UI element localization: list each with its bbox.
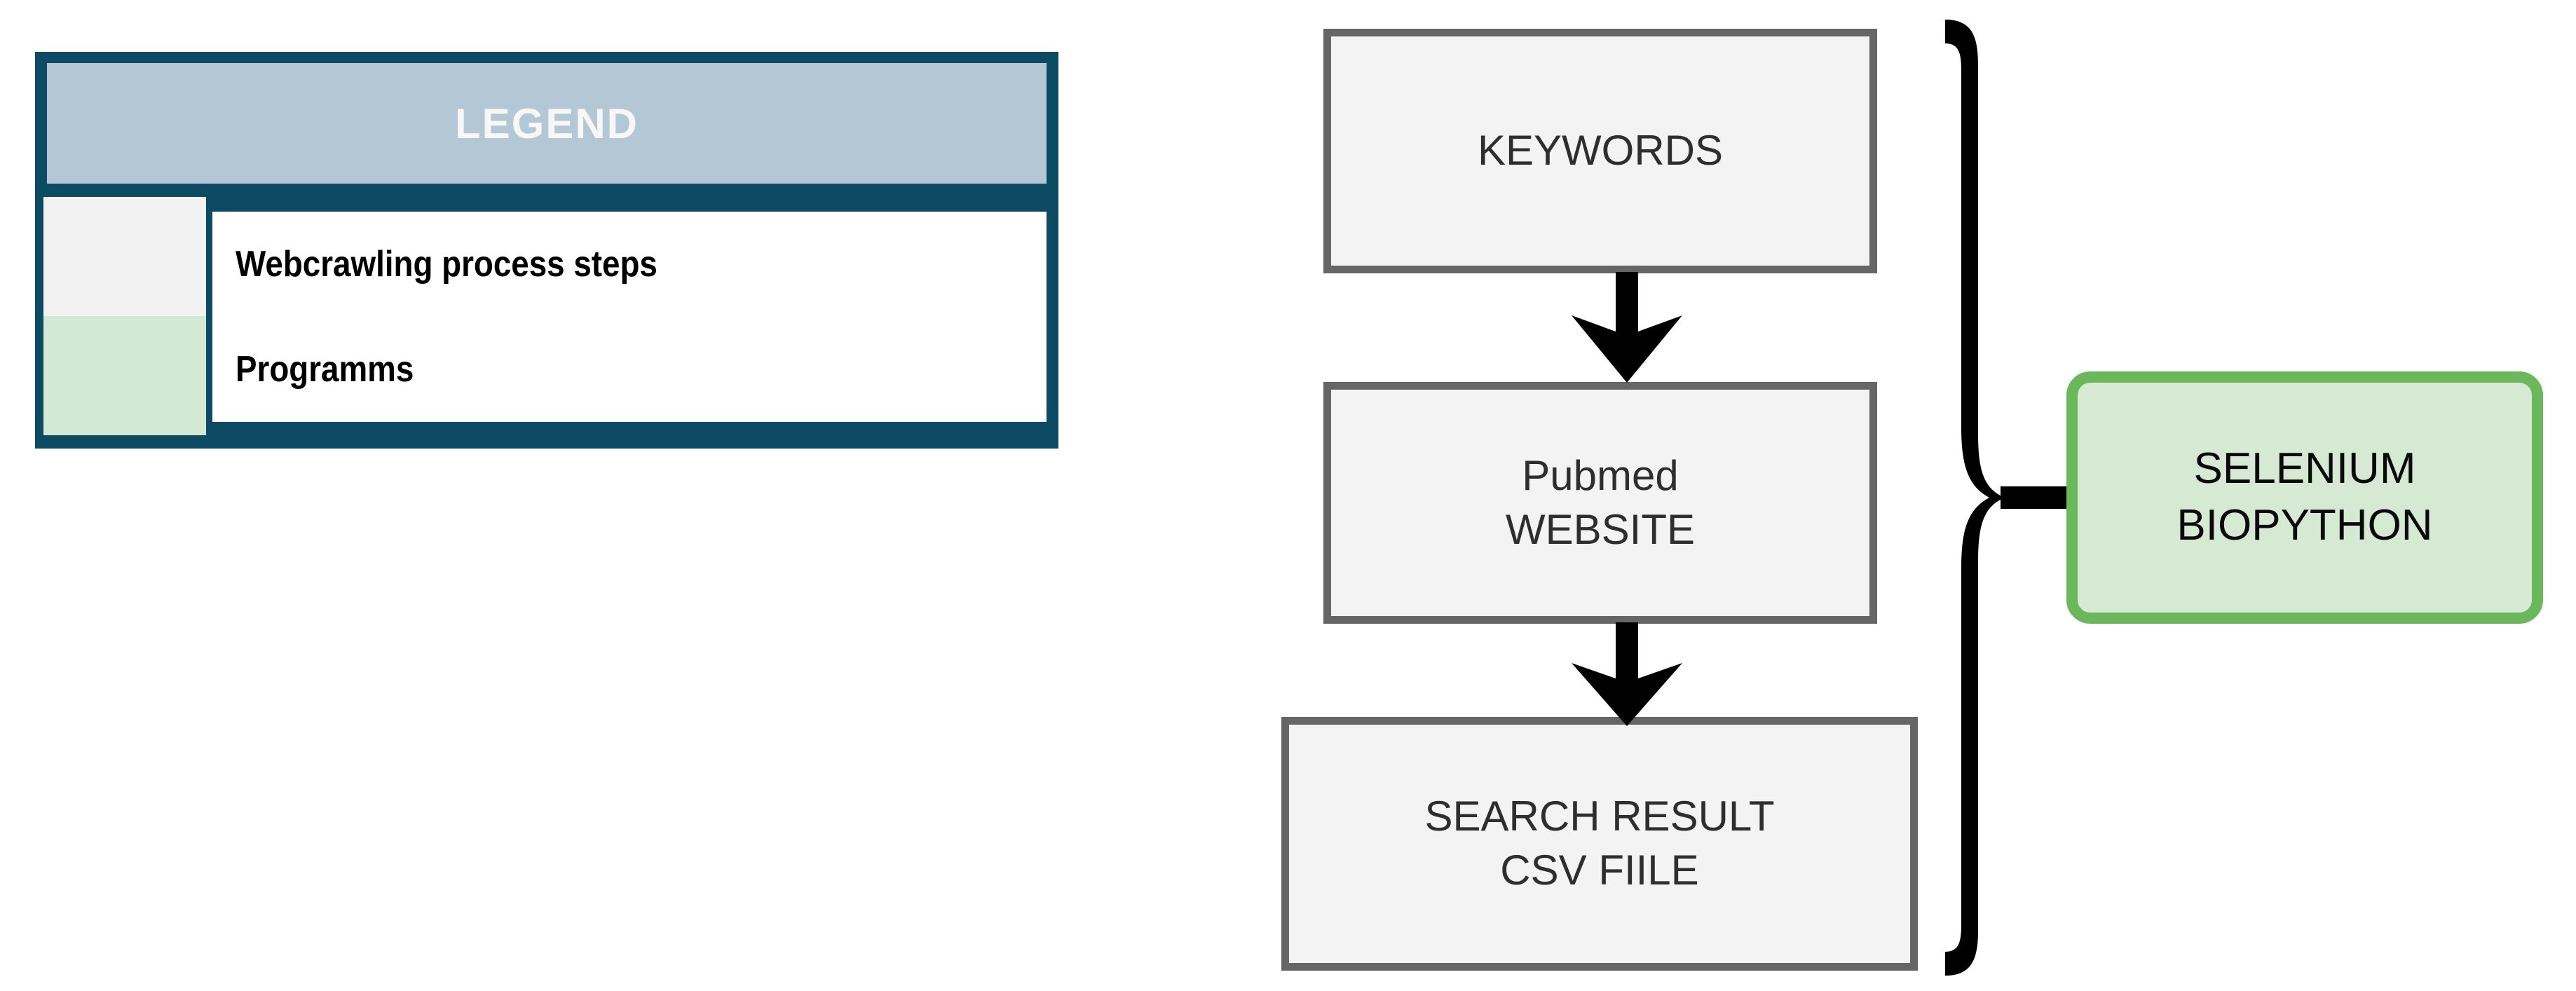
arrow-shape [1572, 272, 1682, 383]
arrow-shape [1572, 622, 1682, 726]
legend-title: LEGEND [454, 100, 639, 147]
legend-rows-panel: Webcrawling process steps Programms [212, 212, 1047, 422]
brace-shape [1945, 20, 2005, 976]
flow-node-pubmed-line-1: Pubmed [1522, 451, 1679, 499]
flow-node-csv-line-2: CSV FIILE [1500, 847, 1699, 894]
legend-header: LEGEND [47, 63, 1047, 184]
flow-node-csv-line-1: SEARCH RESULT [1424, 793, 1775, 840]
brace-connector-line [2001, 486, 2073, 509]
tooling-node-line-1: SELENIUM [2193, 444, 2416, 493]
legend-label-webcrawling: Webcrawling process steps [236, 244, 657, 285]
legend-row-webcrawling: Webcrawling process steps [212, 212, 1047, 317]
legend-swatch-programms [43, 316, 206, 435]
flow-node-search-result-csv: SEARCH RESULT CSV FIILE [1281, 717, 1918, 971]
arrow-pubmed-to-csv [1572, 622, 1682, 726]
flow-node-keywords-line-1: KEYWORDS [1477, 127, 1724, 175]
legend-row-programms: Programms [212, 317, 1047, 422]
legend-swatch-webcrawling [43, 197, 206, 316]
flow-node-keywords: KEYWORDS [1323, 29, 1877, 273]
legend-panel: LEGEND Webcrawling process steps Program… [35, 52, 1058, 449]
tooling-node-line-2: BIOPYTHON [2176, 501, 2433, 549]
tooling-node-selenium-biopython: SELENIUM BIOPYTHON [2066, 371, 2543, 624]
legend-label-programms: Programms [236, 349, 414, 390]
legend-swatch-column [43, 197, 206, 435]
arrow-keywords-to-pubmed [1572, 272, 1682, 383]
flow-node-pubmed-line-2: WEBSITE [1505, 505, 1696, 553]
flow-node-pubmed-website: Pubmed WEBSITE [1323, 382, 1877, 624]
